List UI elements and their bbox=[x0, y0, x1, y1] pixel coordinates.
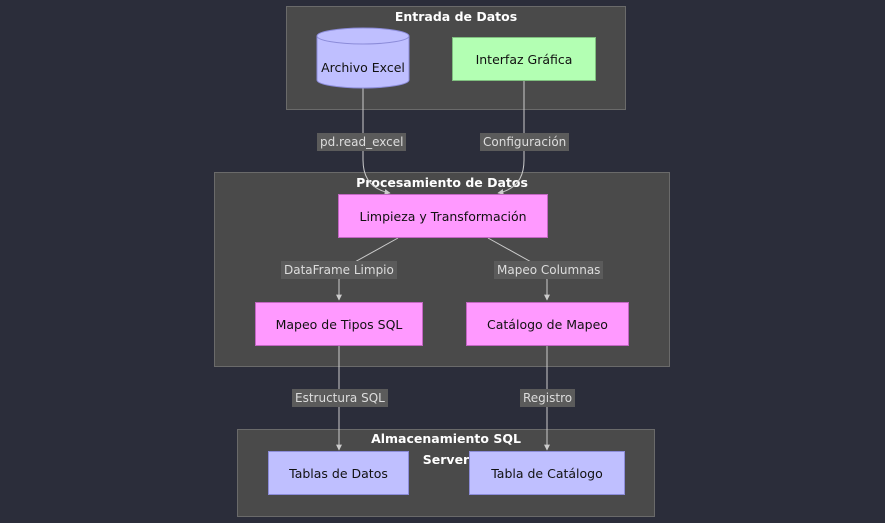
edge-label-registro: Registro bbox=[520, 389, 576, 407]
database-cylinder-icon bbox=[316, 27, 410, 89]
edge-label-configuracion: Configuración bbox=[480, 133, 570, 151]
node-tabla-de-catalogo[interactable]: Tabla de Catálogo bbox=[469, 451, 625, 495]
edge-excel-to-cleaning bbox=[362, 88, 391, 195]
edge-label-dataframe-limpio: DataFrame Limpio bbox=[281, 261, 397, 279]
cluster-title-entrada: Entrada de Datos bbox=[394, 9, 518, 24]
cluster-title-almacenamiento: Almacenamiento SQL bbox=[371, 431, 521, 446]
node-interfaz-grafica[interactable]: Interfaz Gráfica bbox=[452, 37, 596, 81]
cluster-title-procesamiento: Procesamiento de Datos bbox=[356, 175, 528, 190]
node-catalogo-mapeo[interactable]: Catálogo de Mapeo bbox=[466, 302, 629, 346]
cluster-title-almacenamiento-server: Server bbox=[422, 452, 470, 467]
node-mapeo-tipos-sql[interactable]: Mapeo de Tipos SQL bbox=[255, 302, 423, 346]
edge-label-estructura-sql: Estructura SQL bbox=[292, 389, 388, 407]
node-archivo-excel[interactable]: Archivo Excel bbox=[321, 59, 405, 75]
edge-label-read-excel: pd.read_excel bbox=[317, 133, 407, 151]
edge-gui-to-cleaning bbox=[497, 80, 525, 195]
node-tablas-de-datos[interactable]: Tablas de Datos bbox=[268, 451, 409, 495]
node-limpieza-transformacion[interactable]: Limpieza y Transformación bbox=[338, 194, 548, 238]
edge-label-mapeo-columnas: Mapeo Columnas bbox=[494, 261, 604, 279]
